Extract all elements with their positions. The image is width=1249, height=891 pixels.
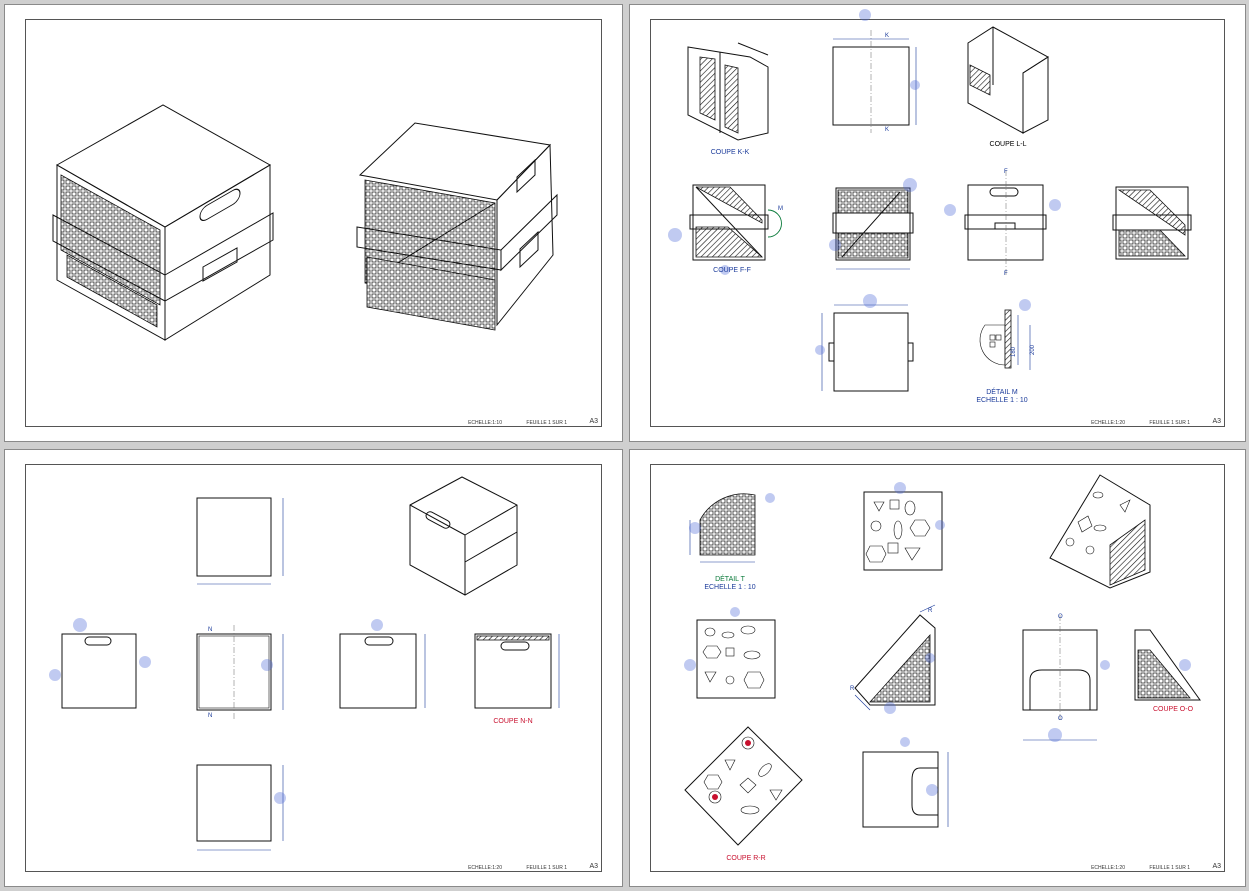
panel-shapes-side (684, 607, 776, 699)
orthographic-views-sheet-4: R R O O (684, 474, 1201, 846)
title-block-scale: ECHELLE:1:20 (1091, 865, 1125, 871)
title-block-format: A3 (1212, 418, 1221, 425)
section-ff: M (668, 184, 783, 275)
label-coupe-oo: COUPE O-O (1152, 706, 1194, 713)
marker-n-top: N (208, 627, 212, 633)
section-iso-ll (967, 26, 1049, 134)
label-coupe-rr: COUPE R-R (726, 855, 766, 862)
section-rr (684, 726, 803, 846)
orthographic-views-sheet-2: K K M (668, 9, 1192, 392)
marker-n-bottom: N (208, 713, 212, 719)
title-block-scale: ECHELLE:1:20 (1091, 420, 1125, 426)
sheet-frame (25, 19, 602, 427)
drawing-sheet-1: ECHELLE:1:10 FEUILLE 1 SUR 1 A3 (4, 4, 623, 442)
sheet-frame (25, 464, 602, 872)
title-block-format: A3 (589, 863, 598, 870)
label-coupe-kk: COUPE K-K (710, 149, 750, 156)
label-detail-t-scale: ECHELLE 1 : 10 (704, 584, 756, 591)
dim-180: 180 (1011, 346, 1017, 357)
detail-m: 180 200 (979, 299, 1036, 370)
isometric-views (52, 104, 558, 341)
title-block-format: A3 (589, 418, 598, 425)
side-view-o: O O (1022, 614, 1110, 742)
right-view-grid (1112, 186, 1192, 260)
iso-stacked-box-left (52, 104, 274, 341)
bottom-plain-view (196, 764, 286, 851)
marker-f-top: F (1004, 169, 1008, 175)
iso-cube (409, 476, 518, 596)
drawing-sheet-3: N N COUPE N-N ECHELLE:1:20 FEUILLE 1 SUR… (4, 449, 623, 887)
side-view-handle-left (49, 618, 151, 709)
title-block-sheet: FEUILLE 1 SUR 1 (526, 420, 567, 426)
section-oo (1134, 629, 1201, 701)
label-coupe-ll: COUPE L-L (989, 141, 1027, 148)
front-view-n: N N (196, 625, 284, 720)
marker-o-top: O (1058, 614, 1063, 620)
section-iso-kk (687, 42, 769, 141)
title-block-scale: ECHELLE:1:10 (468, 420, 502, 426)
marker-o-bottom: O (1058, 716, 1063, 722)
marker-f-bottom: F (1004, 271, 1008, 277)
title-block-scale: ECHELLE:1:20 (468, 865, 502, 871)
marker-k-bottom: K (885, 127, 889, 133)
title-block-format: A3 (1212, 863, 1221, 870)
iso-stacked-box-right (356, 122, 558, 331)
panel-shapes-front (863, 482, 945, 571)
front-view-grid (829, 178, 917, 270)
label-coupe-ff: COUPE F-F (713, 267, 751, 274)
orthographic-views-sheet-3: N N (49, 476, 560, 851)
top-plain-view (196, 497, 284, 585)
section-nn (474, 633, 560, 709)
iso-wedge (1049, 474, 1151, 589)
sheet-frame (650, 464, 1225, 872)
title-block-sheet: FEUILLE 1 SUR 1 (1149, 420, 1190, 426)
bottom-view-cutout (862, 737, 949, 828)
dim-200: 200 (1030, 344, 1036, 355)
section-r-wedge: R R (850, 604, 936, 714)
detail-t (689, 493, 775, 563)
front-view-k: K K (832, 9, 920, 133)
drawing-sheet-2: K K M (629, 4, 1246, 442)
bottom-plain-view (815, 294, 914, 392)
marker-r-right: R (928, 608, 933, 614)
label-detail-m: DÉTAIL M (986, 389, 1018, 396)
sheet-frame (650, 19, 1225, 427)
title-block-sheet: FEUILLE 1 SUR 1 (1149, 865, 1190, 871)
label-detail-m-scale: ECHELLE 1 : 10 (976, 397, 1028, 404)
side-view-f: F F (944, 169, 1061, 277)
side-view-handle-mid (339, 619, 426, 709)
marker-r-left: R (850, 686, 855, 692)
marker-k-top: K (885, 33, 889, 39)
title-block-sheet: FEUILLE 1 SUR 1 (526, 865, 567, 871)
marker-m: M (778, 206, 783, 212)
drawing-sheet-4: R R O O (629, 449, 1246, 887)
label-detail-t: DÉTAIL T (715, 576, 745, 583)
label-coupe-nn: COUPE N-N (493, 718, 533, 725)
